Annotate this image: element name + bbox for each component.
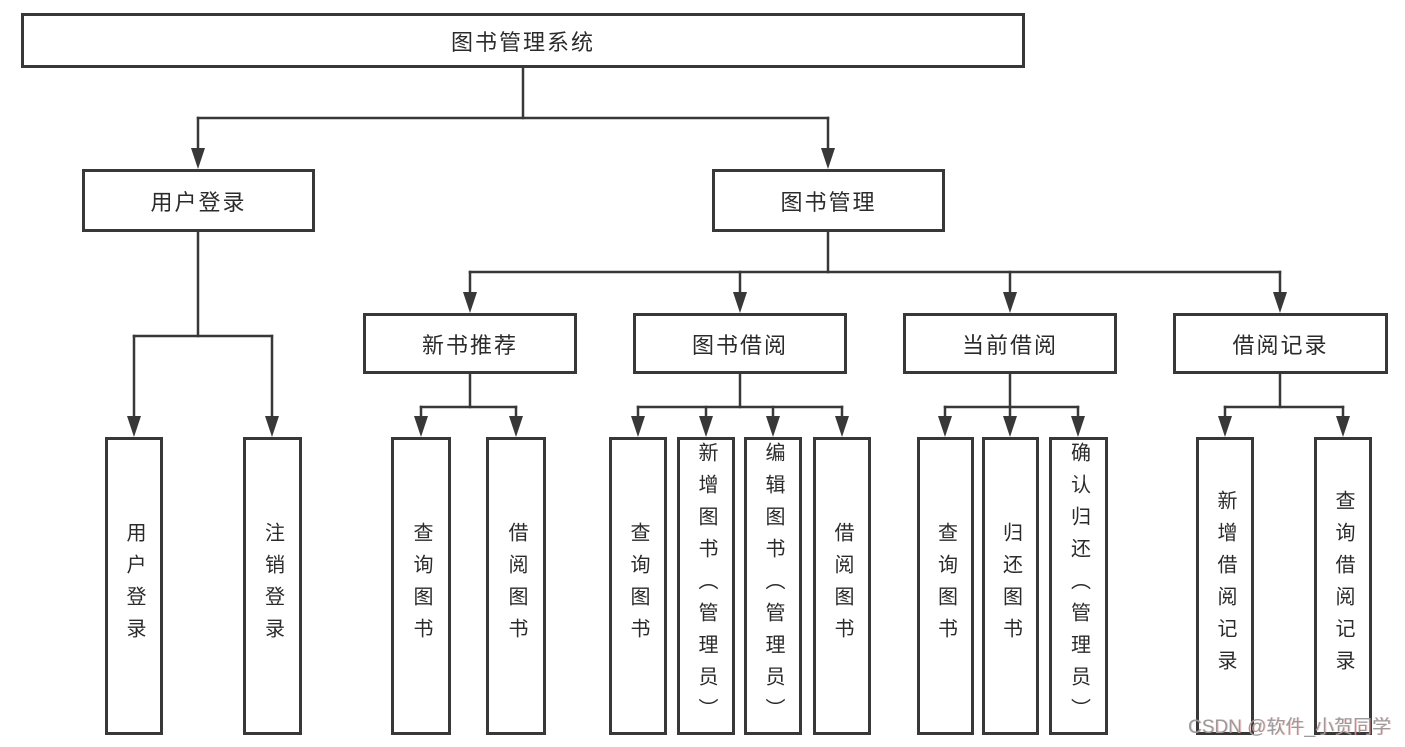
node-book-management: 图书管理 — [712, 169, 945, 232]
node-current-borrow: 当前借阅 — [903, 313, 1117, 374]
leaf-br-add-record: 新增借阅记录 — [1196, 437, 1254, 735]
leaf-logout: 注销登录 — [243, 437, 302, 735]
leaf-nbr-query-book: 查询图书 — [391, 437, 451, 735]
node-new-book-recommend: 新书推荐 — [363, 313, 577, 374]
arrowheads — [127, 148, 1350, 437]
leaf-bb-add-book-admin: 新增图书（管理员） — [677, 437, 735, 735]
node-root: 图书管理系统 — [21, 13, 1025, 68]
csdn-watermark: CSDN @软件_小贺同学 — [1188, 717, 1391, 738]
leaf-cb-return-book: 归还图书 — [982, 437, 1039, 735]
leaf-cb-query-book: 查询图书 — [917, 437, 974, 735]
leaf-bb-edit-book-admin: 编辑图书（管理员） — [744, 437, 802, 735]
leaf-bb-query-book: 查询图书 — [609, 437, 667, 735]
leaf-cb-confirm-return-admin: 确认归还（管理员） — [1049, 437, 1108, 735]
leaf-br-query-record: 查询借阅记录 — [1314, 437, 1372, 735]
leaf-bb-borrow-book: 借阅图书 — [813, 437, 871, 735]
leaf-nbr-borrow-book: 借阅图书 — [486, 437, 546, 735]
node-user-login: 用户登录 — [82, 169, 315, 232]
node-book-borrow: 图书借阅 — [633, 313, 847, 374]
leaf-user-login: 用户登录 — [105, 437, 163, 735]
node-borrow-records: 借阅记录 — [1173, 313, 1388, 374]
